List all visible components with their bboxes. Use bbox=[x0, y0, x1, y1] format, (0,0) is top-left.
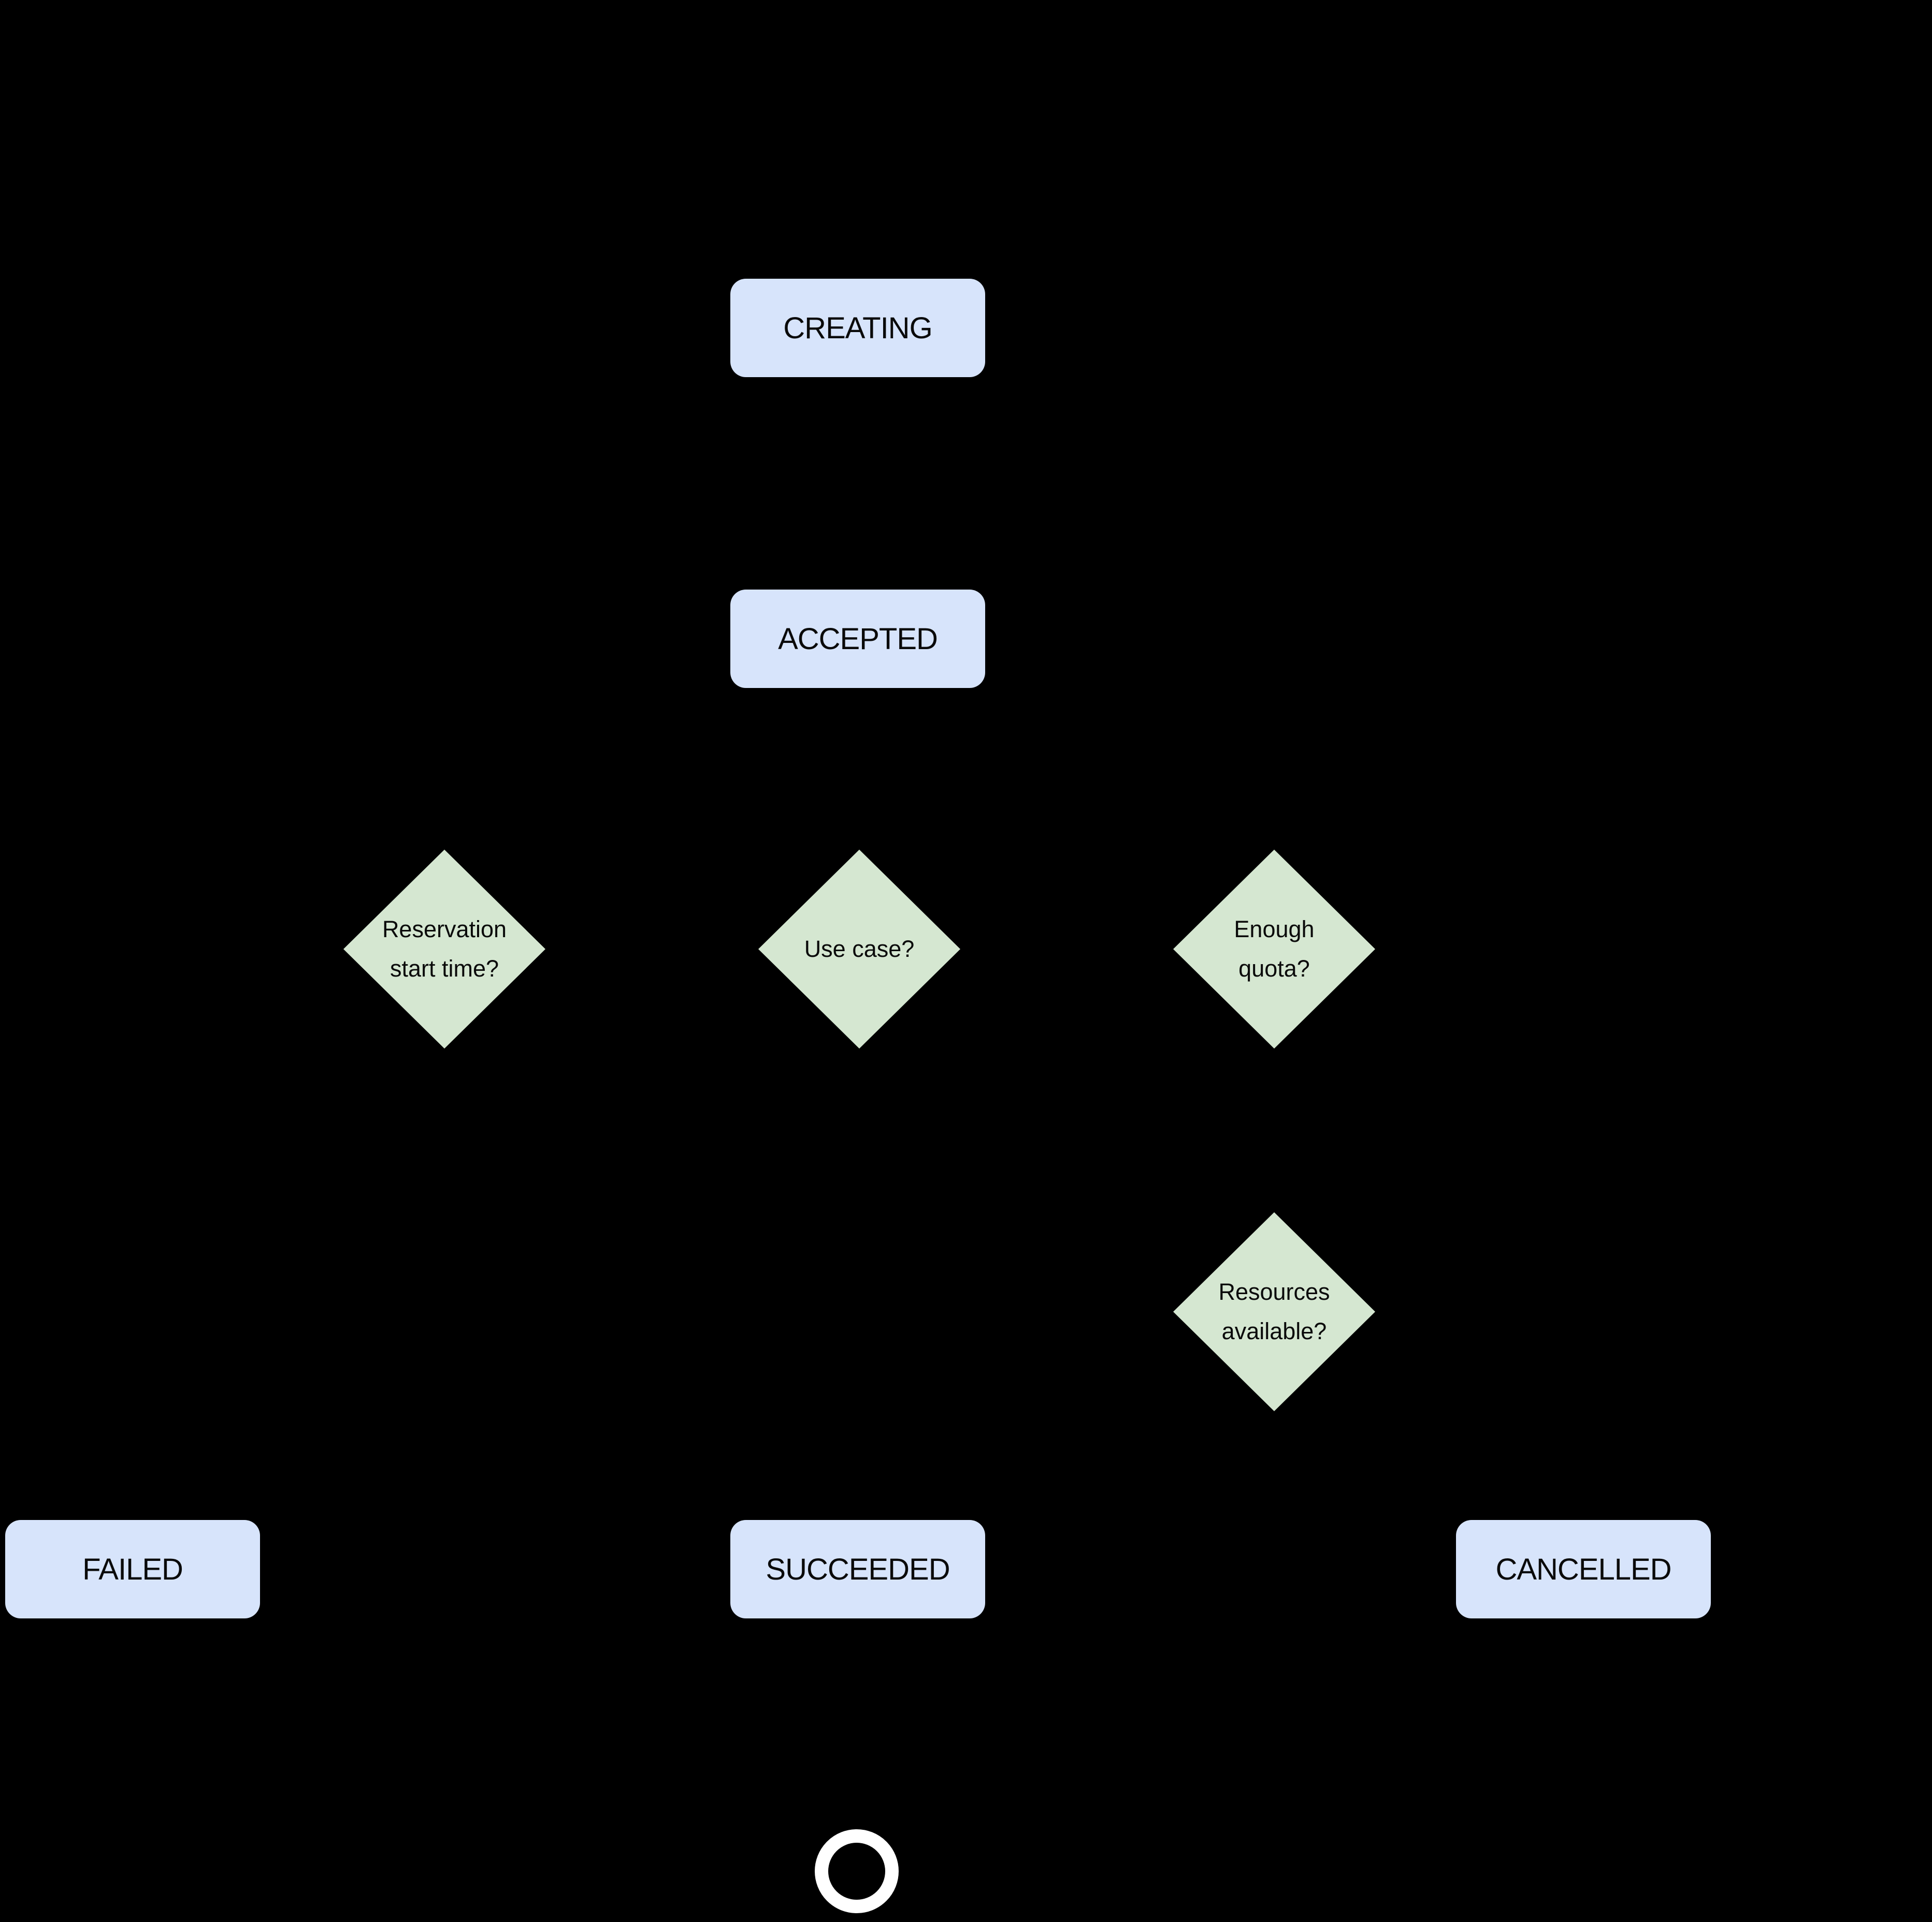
decision-node-reservation-start-time: Reservation start time? bbox=[343, 850, 545, 1049]
decision-label-enough-quota: Enough quota? bbox=[1234, 916, 1315, 982]
decision-label-reservation-start-time: Reservation start time? bbox=[382, 916, 507, 982]
state-node-succeeded: SUCCEEDED bbox=[730, 1520, 985, 1618]
decision-label-resources-available: Resources available? bbox=[1218, 1279, 1330, 1344]
state-node-failed: FAILED bbox=[5, 1520, 260, 1618]
decision-node-enough-quota: Enough quota? bbox=[1173, 850, 1375, 1049]
state-label-failed: FAILED bbox=[82, 1552, 183, 1586]
decision-label-use-case: Use case? bbox=[804, 936, 915, 962]
state-label-creating: CREATING bbox=[783, 311, 932, 345]
state-node-creating: CREATING bbox=[730, 279, 985, 377]
state-label-cancelled: CANCELLED bbox=[1495, 1552, 1671, 1586]
state-label-succeeded: SUCCEEDED bbox=[766, 1552, 950, 1586]
state-node-cancelled: CANCELLED bbox=[1456, 1520, 1711, 1618]
decision-node-use-case: Use case? bbox=[758, 850, 960, 1049]
state-node-accepted: ACCEPTED bbox=[730, 590, 985, 688]
state-label-accepted: ACCEPTED bbox=[778, 622, 938, 656]
decision-node-resources-available: Resources available? bbox=[1173, 1212, 1375, 1411]
end-state-circle-icon bbox=[815, 1829, 899, 1913]
